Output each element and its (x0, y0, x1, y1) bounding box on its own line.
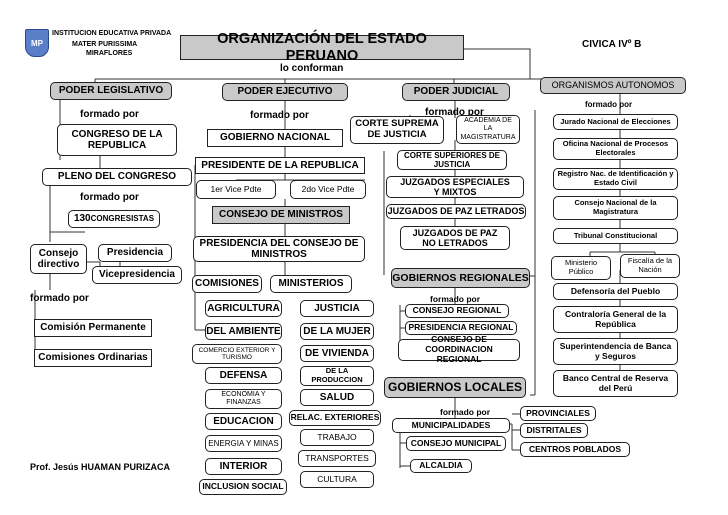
municipalidades-distritales: DISTRITALES (520, 423, 588, 438)
alcaldia: ALCALDIA (410, 459, 472, 473)
comision-permanente: Comisión Permanente (34, 319, 152, 337)
congresistas-label: CONGRESISTAS (90, 214, 155, 224)
regionales-formado: formado por (430, 294, 481, 304)
jurado-nacional-elecciones: Jurado Nacional de Elecciones (553, 114, 678, 130)
ministerio-inclusion: INCLUSION SOCIAL (199, 479, 287, 495)
academia-magistratura: ACADEMIA DE LA MAGISTRATURA (456, 115, 520, 144)
ministerio-agricultura: AGRICULTURA (205, 300, 282, 317)
presidencia-consejo-ministros: PRESIDENCIA DEL CONSEJO DE MINISTROS (193, 236, 365, 262)
school-logo: MP (25, 29, 49, 57)
centros-poblados: CENTROS POBLADOS (520, 442, 630, 457)
segundo-vice-presidente: 2do Vice Pdte (290, 180, 366, 199)
comisiones-ejecutivo: COMISIONES (192, 275, 262, 293)
logo-text: MP (31, 38, 43, 48)
congresistas-number: 130 (73, 213, 91, 225)
legislativo-formado-3: formado por (30, 293, 89, 304)
ministerio-publico: Ministerio Público (551, 256, 611, 280)
ministerio-economia: ECONOMIA Y FINANZAS (205, 389, 282, 409)
ministerio-relaciones-exteriores: RELAC. EXTERIORES (289, 410, 381, 426)
gobierno-nacional: GOBIERNO NACIONAL (207, 129, 343, 147)
ministerio-trabajo: TRABAJO (300, 429, 374, 446)
defensoria-pueblo: Defensoría del Pueblo (553, 283, 678, 300)
reniec: Registro Nac. de Identificación y Estado… (553, 168, 678, 190)
tribunal-constitucional: Tribunal Constitucional (553, 228, 678, 244)
ministerios-box: MINISTERIOS (270, 275, 352, 293)
ministerio-comercio: COMERCIO EXTERIOR Y TURISMO (192, 344, 282, 364)
ministerio-vivienda: DE VIVIENDA (300, 345, 374, 362)
pleno-congreso: PLENO DEL CONGRESO (42, 168, 192, 186)
vicepresidencia-box: Vicepresidencia (92, 266, 182, 284)
ministerio-interior: INTERIOR (205, 458, 282, 475)
poder-ejecutivo: PODER EJECUTIVO (222, 83, 348, 101)
page-title: ORGANIZACIÓN DEL ESTADO PERUANO (180, 31, 464, 64)
presidencia-box: Presidencia (98, 244, 172, 262)
municipalidades: MUNICIPALIDADES (392, 418, 510, 433)
contraloria-general: Contraloría General de la República (553, 306, 678, 333)
consejo-ministros: CONSEJO DE MINISTROS (212, 206, 350, 224)
juzgados-especiales: JUZGADOS ESPECIALES Y MIXTOS (386, 176, 524, 198)
ministerio-ambiente: DEL AMBIENTE (205, 323, 282, 340)
fiscalia-nacion: Fiscalía de la Nación (620, 254, 680, 278)
primer-vice-presidente: 1er Vice Pdte (196, 180, 276, 199)
judicial-formado: formado por (425, 107, 484, 118)
consejo-regional: CONSEJO REGIONAL (405, 304, 509, 318)
ministerio-salud: SALUD (300, 389, 374, 406)
consejo-coordinacion-regional: CONSEJO DE COORDINACION REGIONAL (398, 334, 520, 364)
juzgados-paz-no-letrados: JUZGADOS DE PAZ NO LETRADOS (400, 226, 510, 250)
ministerio-justicia: JUSTICIA (300, 300, 374, 317)
ejecutivo-formado: formado por (250, 110, 309, 121)
corte-suprema: CORTE SUPREMA DE JUSTICIA (350, 116, 444, 144)
ministerio-cultura: CULTURA (300, 471, 374, 488)
organismos-autonomos: ORGANISMOS AUTONOMOS (540, 77, 686, 94)
ministerio-transportes: TRANSPORTES (298, 450, 376, 467)
locales-formado: formado por (440, 407, 491, 417)
legislativo-formado: formado por (80, 109, 139, 120)
ministerio-educacion: EDUCACION (205, 413, 282, 430)
school-name-line1: INSTITUCION EDUCATIVA PRIVADA (52, 30, 172, 37)
presidente-republica: PRESIDENTE DE LA REPUBLICA (195, 157, 365, 174)
poder-legislativo: PODER LEGISLATIVO (50, 82, 172, 100)
legislativo-formado-2: formado por (80, 192, 139, 203)
consejo-nacional-magistratura: Consejo Nacional de la Magistratura (553, 196, 678, 220)
author-label: Prof. Jesús HUAMAN PURIZACA (30, 462, 171, 472)
ministerio-mujer: DE LA MUJER (300, 323, 374, 340)
superintendencia-banca: Superintendencia de Banca y Seguros (553, 338, 678, 365)
course-label: CIVICA IVº B (582, 39, 642, 50)
cortes-superiores: CORTE SUPERIORES DE JUSTICIA (397, 150, 507, 170)
congresistas-box: 130 CONGRESISTAS (68, 210, 160, 228)
juzgados-paz-letrados: JUZGADOS DE PAZ LETRADOS (386, 204, 526, 219)
school-name-line2: MATER PURISSIMA (72, 41, 138, 48)
comisiones-ordinarias: Comisiones Ordinarias (34, 349, 152, 367)
congreso-republica: CONGRESO DE LA REPUBLICA (57, 124, 177, 156)
ministerio-produccion: DE LA PRODUCCION (300, 366, 374, 386)
municipalidades-provinciales: PROVINCIALES (520, 406, 596, 421)
ministerio-defensa: DEFENSA (205, 367, 282, 384)
poder-judicial: PODER JUDICIAL (402, 83, 510, 101)
gobiernos-regionales: GOBIERNOS REGIONALES (391, 268, 530, 288)
ministerio-energia: ENERGIA Y MINAS (205, 435, 282, 452)
banco-central-reserva: Banco Central de Reserva del Perú (553, 370, 678, 397)
consejo-municipal: CONSEJO MUNICIPAL (406, 436, 506, 451)
gobiernos-locales: GOBIERNOS LOCALES (384, 377, 526, 398)
onpe: Oficina Nacional de Procesos Electorales (553, 138, 678, 160)
presidencia-regional: PRESIDENCIA REGIONAL (405, 321, 517, 335)
school-name-line3: MIRAFLORES (86, 50, 133, 57)
autonomos-formado: formado por (585, 100, 633, 109)
consejo-directivo: Consejo directivo (30, 244, 87, 274)
conforman-label: lo conforman (280, 63, 344, 74)
